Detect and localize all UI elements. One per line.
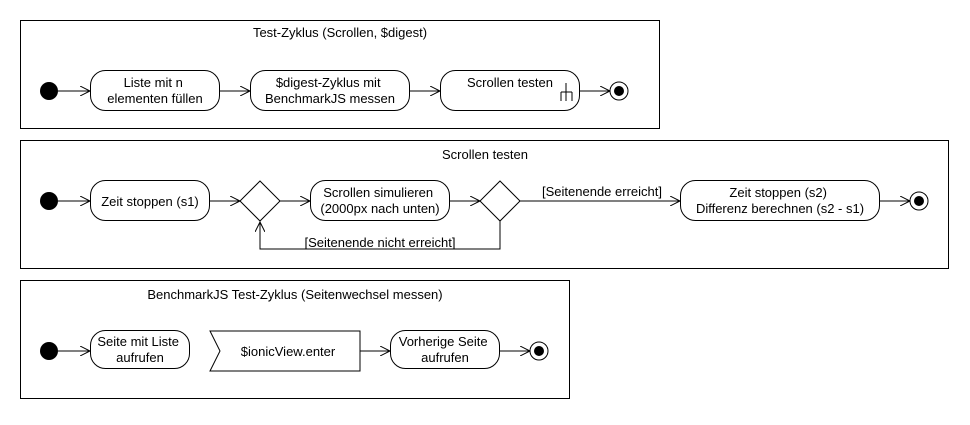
action-measure-digest-line-1: $digest-Zyklus mit xyxy=(276,75,381,90)
action-open-list-page: Seite mit Liste aufrufen xyxy=(90,330,190,369)
action-test-scroll-label: Scrollen testen xyxy=(467,75,553,90)
action-simulate-scroll-line-2: (2000px nach unten) xyxy=(320,201,439,216)
action-simulate-scroll: Scrollen simulieren (2000px nach unten) xyxy=(310,180,450,221)
action-open-previous-page-line-2: aufrufen xyxy=(421,350,469,365)
guard-end-reached: [Seitenende erreicht] xyxy=(542,184,662,199)
action-stop-time-s2-line-2: Differenz berechnen (s2 - s1) xyxy=(696,201,864,216)
svg-text:Liste mit n elementen: Liste mit n elementen füllen xyxy=(107,75,202,106)
svg-text:$digest-Zyklus mit Ben: $digest-Zyklus mit BenchmarkJS messen xyxy=(265,75,395,106)
action-stop-time-s2-line-1: Zeit stoppen (s2) xyxy=(729,185,827,200)
action-fill-list: Liste mit n elementen füllen xyxy=(90,70,220,111)
action-open-list-page-line-1: Seite mit Liste xyxy=(97,334,179,349)
action-measure-digest: $digest-Zyklus mit BenchmarkJS messen xyxy=(250,70,410,111)
activity-title-scroll-test: Scrollen testen xyxy=(442,147,528,162)
action-stop-time-s2: Zeit stoppen (s2) Differenz berechnen (s… xyxy=(680,180,880,221)
activity-title-test-cycle: Test-Zyklus (Scrollen, $digest) xyxy=(253,25,427,40)
activity-frame-page-change: BenchmarkJS Test-Zyklus (Seitenwechsel m… xyxy=(20,280,570,399)
accept-event-ionic-view-enter: $ionicView.enter xyxy=(209,330,361,372)
decision-node xyxy=(479,180,521,222)
activity-frame-scroll-test: Scrollen testen Zeit stoppen (s1) Scroll… xyxy=(20,140,949,269)
action-simulate-scroll-line-1: Scrollen simulieren xyxy=(323,185,433,200)
final-node xyxy=(909,191,929,211)
initial-node xyxy=(40,82,58,100)
action-test-scroll: Scrollen testen xyxy=(440,70,580,111)
svg-text:Seite mit Liste aufruf: Seite mit Liste aufrufen xyxy=(97,334,182,365)
final-node xyxy=(529,341,549,361)
svg-text:Vorherige Seite aufruf: Vorherige Seite aufrufen xyxy=(399,334,492,365)
action-open-list-page-line-2: aufrufen xyxy=(116,350,164,365)
action-open-previous-page: Vorherige Seite aufrufen xyxy=(390,330,500,369)
call-behavior-rake-icon xyxy=(560,83,573,101)
final-node xyxy=(609,81,629,101)
action-open-previous-page-line-1: Vorherige Seite xyxy=(399,334,488,349)
action-stop-time-s1-label: Zeit stoppen (s1) xyxy=(101,194,199,209)
loop-back-flow xyxy=(260,221,501,250)
svg-text:Zeit stoppen (s2) Diff: Zeit stoppen (s2) Differenz berechnen (s… xyxy=(696,185,864,216)
merge-node xyxy=(239,180,281,222)
activity-frame-test-cycle: Test-Zyklus (Scrollen, $digest) Liste mi… xyxy=(20,20,660,129)
svg-text:Scrollen simulieren (2: Scrollen simulieren (2000px nach unten) xyxy=(320,185,439,216)
initial-node xyxy=(40,342,58,360)
action-stop-time-s1: Zeit stoppen (s1) xyxy=(90,180,210,221)
initial-node xyxy=(40,192,58,210)
action-measure-digest-line-2: BenchmarkJS messen xyxy=(265,91,395,106)
guard-end-not-reached: [Seitenende nicht erreicht] xyxy=(304,235,455,250)
action-fill-list-line-2: elementen füllen xyxy=(107,91,202,106)
action-fill-list-line-1: Liste mit n xyxy=(124,75,183,90)
activity-title-page-change: BenchmarkJS Test-Zyklus (Seitenwechsel m… xyxy=(147,287,442,302)
accept-event-label: $ionicView.enter xyxy=(241,344,336,359)
